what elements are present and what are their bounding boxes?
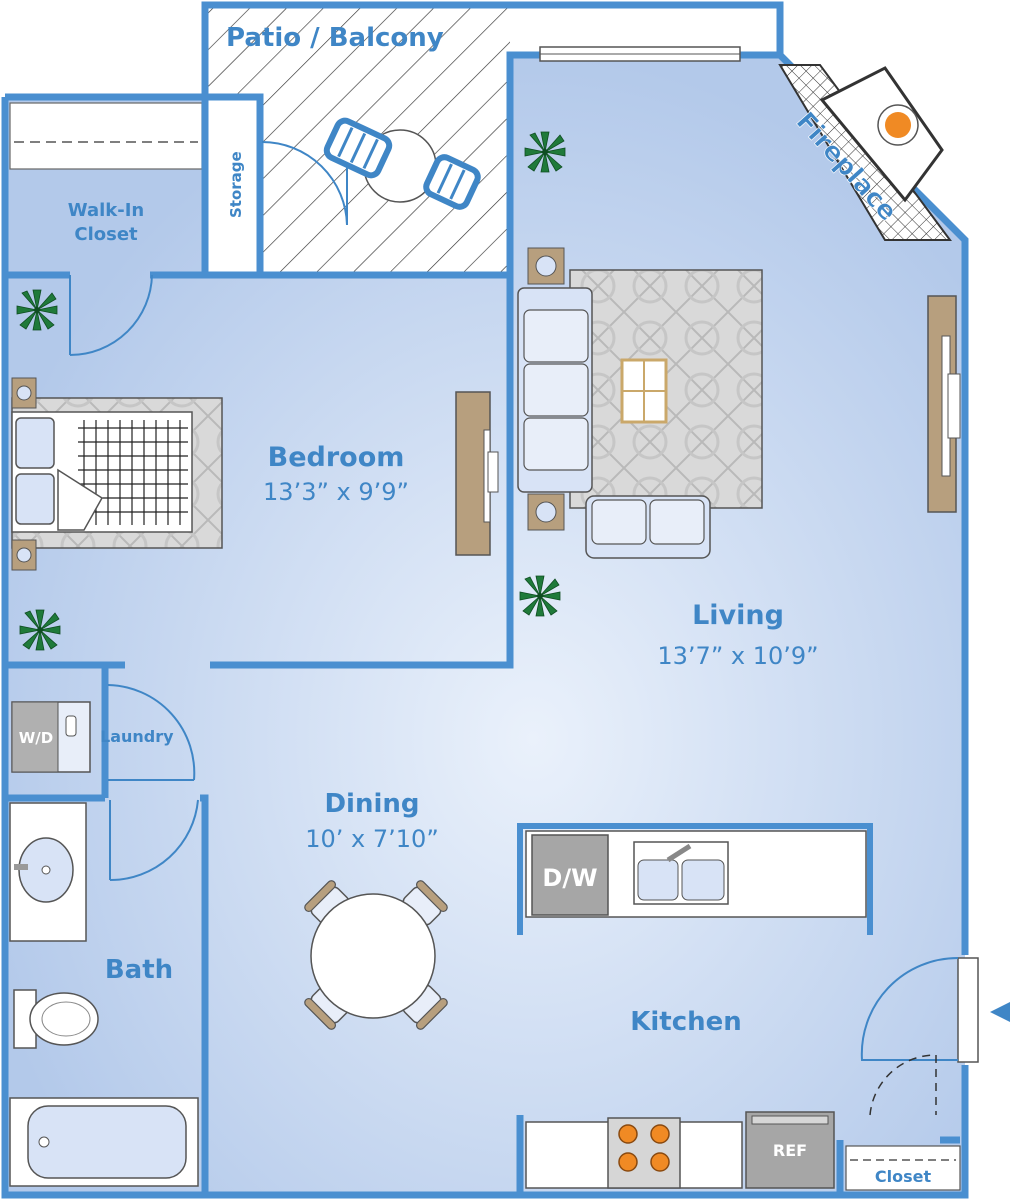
stove-burner-icon [618, 1124, 670, 1172]
dining-table [302, 878, 450, 1032]
dining-label: Dining [324, 789, 419, 819]
living-label: Living [692, 600, 784, 631]
walkin-closet-label-line1: Walk-In [68, 200, 144, 221]
door-swing-icon [107, 684, 196, 781]
door-swing-icon [261, 141, 348, 226]
bedroom-dimensions: 13’3” x 9’9” [263, 478, 409, 506]
closet-shelf [9, 102, 203, 170]
patio-label: Patio / Balcony [226, 23, 444, 53]
closet-shelf [845, 1145, 961, 1191]
fireplace-box [819, 66, 944, 203]
sofa-set [517, 247, 763, 559]
chair-icon [323, 117, 393, 179]
storage-label: Storage [227, 151, 245, 218]
entry-door[interactable] [957, 957, 979, 1063]
entry-arrow-icon [990, 1002, 1010, 1022]
bed [11, 377, 223, 571]
door-swing-icon [109, 799, 199, 882]
door-swing-icon [69, 274, 153, 356]
kitchen-label: Kitchen [630, 1007, 742, 1037]
bedroom-label: Bedroom [268, 442, 405, 473]
closet-label: Closet [875, 1167, 932, 1186]
fire-icon [885, 112, 911, 138]
dining-dimensions: 10’ x 7’10” [305, 825, 439, 853]
walkin-closet-label-line2: Closet [74, 224, 138, 245]
bath-label: Bath [105, 955, 173, 985]
chair-icon [423, 154, 481, 210]
laundry-label: Laundry [100, 727, 174, 746]
stove [607, 1117, 681, 1189]
dishwasher-label: D/W [542, 864, 597, 892]
dishwasher [531, 834, 609, 916]
kitchen-counter [517, 823, 873, 935]
washer-dryer-label: W/D [19, 729, 53, 747]
living-dimensions: 13’7” x 10’9” [657, 642, 818, 670]
refrigerator-label: REF [773, 1141, 807, 1160]
refrigerator [745, 1111, 835, 1189]
door-swing-icon [860, 956, 959, 1061]
